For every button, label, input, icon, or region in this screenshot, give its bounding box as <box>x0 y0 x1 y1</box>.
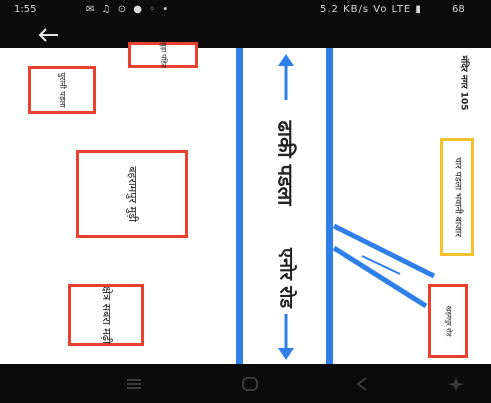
road-label-bottom: एनोर रोड <box>275 248 297 308</box>
place-box-yellow[interactable]: चार पडला भवानी बाजार <box>440 138 474 256</box>
status-bar: 1:55 ✉ ♫ ⊙ ● ◦ • 5.2 KB/s Vo LTE ▮ 68 <box>0 0 491 22</box>
app-bar <box>0 22 491 48</box>
map-canvas[interactable]: ढाकी पडला एनोर रोड बुढ़ा पंडित पुरानी पड… <box>0 42 491 364</box>
nav-back-icon[interactable] <box>352 376 372 392</box>
arrow-up-icon <box>278 54 294 100</box>
road-right-line <box>326 48 333 364</box>
back-arrow-icon[interactable] <box>34 24 62 46</box>
battery-level: 68 <box>452 4 465 15</box>
branch-road <box>332 223 436 308</box>
place-box-4[interactable]: क्षेत्र सबरा मढ़ी <box>68 284 144 346</box>
status-right-info: 5.2 KB/s Vo LTE ▮ <box>320 4 422 15</box>
place-label-top-right: मंदिर नगर 105 <box>458 55 469 111</box>
status-time: 1:55 <box>14 4 37 15</box>
arrow-down-icon <box>278 314 294 360</box>
place-box-1[interactable]: बुढ़ा पंडित <box>128 42 198 68</box>
road-left-line <box>236 48 243 364</box>
navigation-bar <box>0 364 491 403</box>
nav-assist-icon[interactable] <box>446 376 466 392</box>
place-box-3[interactable]: बहरामपुर मुड़ी <box>76 150 188 238</box>
place-box-6[interactable]: खड़गपुर रोड <box>428 284 468 358</box>
place-box-2[interactable]: पुरानी पड़ला <box>28 66 96 114</box>
nav-recents-icon[interactable] <box>124 376 144 392</box>
notification-icons: ✉ ♫ ⊙ ● ◦ • <box>86 4 171 15</box>
nav-home-icon[interactable] <box>240 376 260 392</box>
road-label-top: ढाकी पडला <box>273 120 298 206</box>
